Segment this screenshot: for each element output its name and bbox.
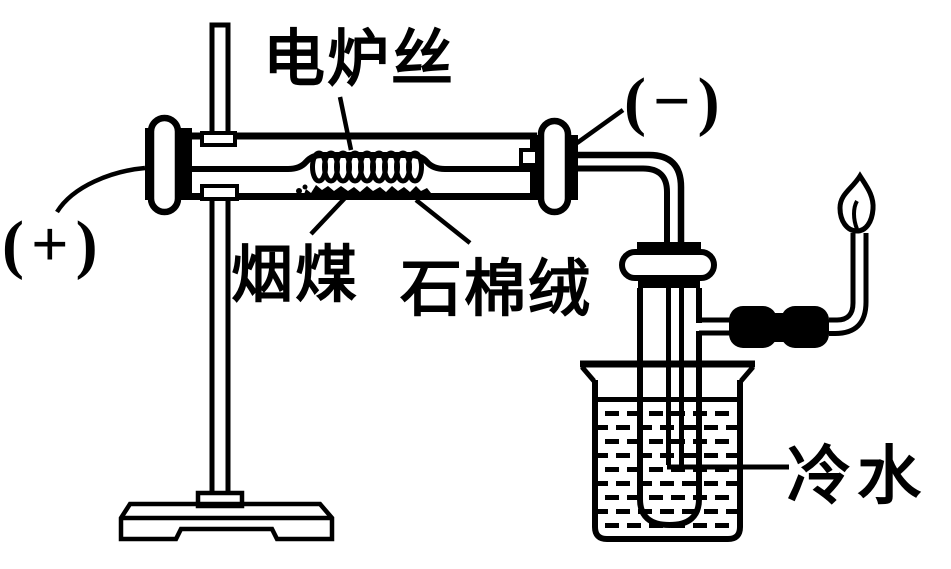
- clamp-bracket-lower: [200, 184, 239, 201]
- left-stopper-pill: [147, 114, 182, 216]
- asbestos-leader-line: [414, 198, 472, 245]
- right-stopper-terminal: [519, 148, 539, 167]
- wire-to-positive-terminal: [55, 165, 146, 214]
- test-tube-stopper: [619, 242, 717, 288]
- clamp-bracket-upper: [200, 131, 237, 147]
- right-rubber-stopper: [519, 117, 578, 216]
- flame-inner-line: [852, 200, 859, 230]
- test-tube: [637, 288, 702, 529]
- test-tube-stopper-pill: [619, 249, 717, 281]
- right-stopper-pill: [537, 117, 572, 216]
- negative-terminal-label: (−): [624, 65, 727, 138]
- gas-jet-tube: [829, 233, 869, 336]
- heating-wire-label: 电炉丝: [263, 25, 455, 94]
- coal-label: 烟煤: [231, 242, 359, 310]
- heating-wire-leader-line: [337, 96, 354, 151]
- asbestos-wool-label: 石棉绒: [400, 255, 592, 324]
- coal-sample: [294, 184, 433, 197]
- rubber-tubing-connector: [729, 306, 829, 348]
- coal-leader-line: [309, 196, 347, 236]
- gas-flame: [837, 171, 876, 234]
- side-arm: [695, 317, 731, 336]
- stand-rod-lower: [209, 193, 231, 499]
- cold-water-label: 冷水: [787, 441, 927, 512]
- positive-terminal-label: (+): [2, 208, 105, 281]
- beaker-body: [592, 380, 743, 542]
- delivery-tube: [578, 151, 685, 242]
- stand-rod-upper: [209, 22, 231, 140]
- left-rubber-stopper: [145, 114, 192, 216]
- negative-terminal-leader-line: [575, 108, 625, 145]
- stand-base: [118, 501, 335, 542]
- heating-coil: [310, 150, 424, 184]
